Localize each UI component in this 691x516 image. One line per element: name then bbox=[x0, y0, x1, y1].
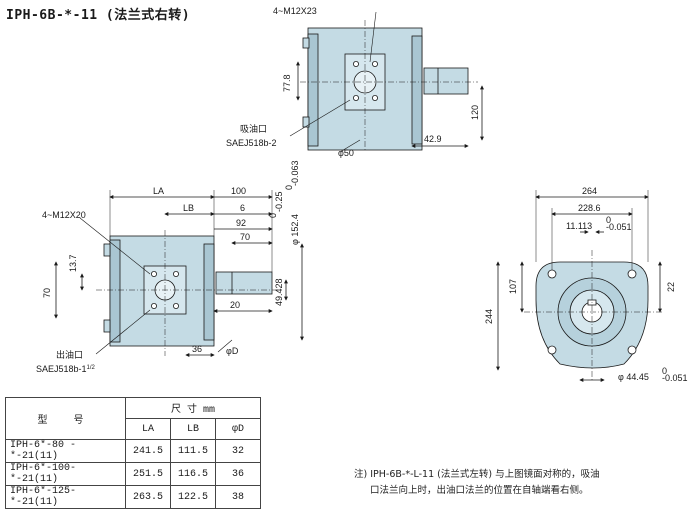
table-header-d: φD bbox=[215, 418, 261, 440]
side-100-dim: 100 bbox=[231, 186, 246, 196]
table-cell-la: 241.5 bbox=[125, 439, 171, 463]
front-view bbox=[496, 190, 662, 382]
top-view bbox=[289, 11, 484, 153]
top-view-shaft bbox=[423, 67, 469, 95]
front-key-tol-lower: -0.051 bbox=[606, 222, 632, 232]
front-228-6-dim: 228.6 bbox=[578, 203, 601, 213]
table-row: IPH-6*-80 -*-21(11) 241.5 111.5 32 bbox=[5, 439, 261, 463]
top-total-dim: 120 bbox=[470, 105, 480, 120]
table-header-model: 型 号 bbox=[5, 397, 126, 440]
side-d-dim: φD bbox=[226, 346, 239, 356]
side-70v-dim: 70 bbox=[42, 288, 52, 298]
side-port-std: SAEJ518b-11/2 bbox=[36, 364, 96, 374]
front-244-dim: 244 bbox=[484, 309, 494, 324]
footnote: 注) IPH-6B-*-L-11 (法兰式左转) 与上图镜面对称的，吸油 口法兰… bbox=[354, 467, 654, 499]
drawing-title: IPH-6B-*-11 (法兰式右转) bbox=[6, 8, 191, 23]
top-shaft-dia-dim: φ50 bbox=[338, 148, 354, 158]
side-13-7-dim: 13.7 bbox=[68, 254, 78, 272]
side-la-dim: LA bbox=[153, 186, 164, 196]
side-pilot-tol-upper: 0 bbox=[284, 185, 294, 190]
front-key-tol-upper: 0 bbox=[606, 215, 611, 225]
table-header-la: LA bbox=[125, 418, 171, 440]
table-cell-d: 36 bbox=[215, 462, 261, 486]
table-cell-model: IPH-6*-80 -*-21(11) bbox=[5, 439, 126, 463]
table-cell-model: IPH-6*-100-*-21(11) bbox=[5, 462, 126, 486]
side-20-dim: 20 bbox=[230, 300, 240, 310]
side-view bbox=[54, 190, 304, 357]
front-shaft-tol-upper: 0 bbox=[662, 366, 667, 376]
side-70h-dim: 70 bbox=[240, 232, 250, 242]
side-view-shaft bbox=[215, 271, 273, 295]
table-header-size: 尺 寸 mm bbox=[125, 397, 261, 419]
footnote-line-1: 注) IPH-6B-*-L-11 (法兰式左转) 与上图镜面对称的，吸油 bbox=[354, 469, 600, 480]
table-row: IPH-6*-125-*-21(11) 263.5 122.5 38 bbox=[5, 485, 261, 509]
front-shaft-dim: φ 44.45 bbox=[618, 372, 649, 382]
side-shaft-dim: 49.428 bbox=[274, 278, 284, 306]
front-key-dim: 11.113 bbox=[566, 221, 592, 231]
side-thread-label: 4~M12X20 bbox=[42, 210, 86, 220]
table-cell-lb: 116.5 bbox=[170, 462, 216, 486]
side-36-dim: 36 bbox=[192, 344, 202, 354]
table-cell-d: 32 bbox=[215, 439, 261, 463]
side-pilot-dim: φ 152.4 bbox=[290, 214, 300, 245]
side-port-name: 出油口 bbox=[56, 349, 83, 361]
table-cell-model: IPH-6*-125-*-21(11) bbox=[5, 485, 126, 509]
front-22-dim: 22 bbox=[666, 282, 676, 292]
top-port-std: SAEJ518b-2 bbox=[226, 138, 277, 148]
footnote-line-2: 口法兰向上时，出油口法兰的位置在自轴端看右侧。 bbox=[370, 485, 589, 496]
table-cell-d: 38 bbox=[215, 485, 261, 509]
side-shaft-tol-lower: -0.25 bbox=[274, 191, 284, 212]
front-264-dim: 264 bbox=[582, 186, 597, 196]
side-lb-dim: LB bbox=[183, 203, 194, 213]
table-cell-lb: 122.5 bbox=[170, 485, 216, 509]
table-header-lb: LB bbox=[170, 418, 216, 440]
top-port-name: 吸油口 bbox=[240, 123, 267, 135]
front-shaft-tol-lower: -0.051 bbox=[662, 373, 688, 383]
dimension-table: 型 号 尺 寸 mm LA LB φD IPH-6*-80 -*-21(11) … bbox=[5, 397, 261, 509]
table-row: IPH-6*-100-*-21(11) 251.5 116.5 36 bbox=[5, 462, 261, 486]
side-92-dim: 92 bbox=[236, 218, 246, 228]
side-pilot-tol-lower: -0.063 bbox=[290, 160, 300, 186]
table-cell-la: 263.5 bbox=[125, 485, 171, 509]
table-cell-la: 251.5 bbox=[125, 462, 171, 486]
top-thread-label: 4~M12X23 bbox=[273, 6, 317, 16]
side-6-dim: 6 bbox=[240, 203, 245, 213]
top-height-dim: 77.8 bbox=[282, 74, 292, 92]
side-shaft-tol-upper: 0 bbox=[268, 213, 278, 218]
front-107-dim: 107 bbox=[508, 279, 518, 294]
top-shaft-len-dim: 42.9 bbox=[424, 134, 442, 144]
table-cell-lb: 111.5 bbox=[170, 439, 216, 463]
